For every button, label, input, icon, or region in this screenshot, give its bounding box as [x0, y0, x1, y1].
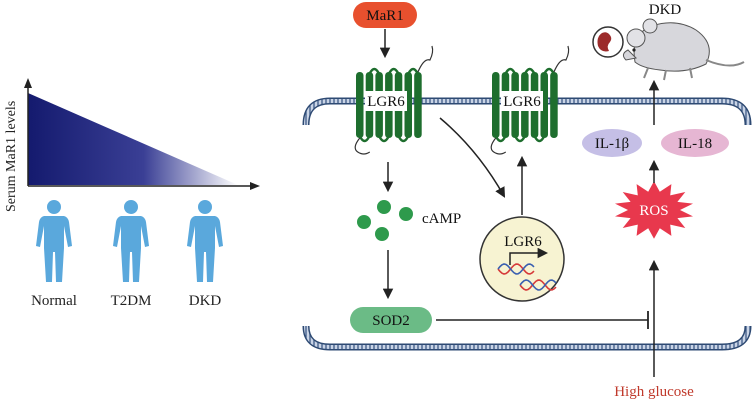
lgr6-label-left: LGR6: [367, 94, 405, 110]
lgr6-receptor-right: [490, 45, 570, 155]
il18-cytokine: [661, 129, 729, 157]
transmembrane-helix: [414, 72, 422, 138]
outcome-dkd-label: DKD: [649, 2, 682, 18]
mouse-icon: [622, 18, 745, 81]
transmembrane-helix: [550, 72, 558, 138]
camp-label: cAMP: [422, 211, 461, 227]
mar1-ligand-label: MaR1: [366, 8, 404, 24]
nucleus-gene-label: LGR6: [504, 234, 542, 250]
camp-dot: [399, 207, 413, 221]
human-figures: [36, 200, 223, 282]
human-figure-icon: [187, 200, 223, 282]
human-figure-icon: [113, 200, 149, 282]
kidney-icon: [597, 32, 612, 52]
group-label-t2dm: T2DM: [110, 293, 152, 309]
arrow-receptor-to-nucleus: [439, 117, 506, 198]
il18-label: IL-18: [678, 136, 712, 152]
transmembrane-helix: [492, 72, 500, 138]
transmembrane-helix: [540, 72, 548, 138]
lgr6-label-right: LGR6: [503, 94, 541, 110]
transcription-arrow: [509, 247, 549, 265]
mar1-ligand: [353, 2, 417, 28]
dna-icon: [497, 263, 557, 291]
camp-dot: [377, 200, 391, 214]
high-glucose-label: High glucose: [614, 384, 694, 400]
il1b-label: IL-1β: [595, 136, 629, 152]
sod2-enzyme: [350, 307, 432, 333]
group-label-dkd: DKD: [188, 293, 222, 309]
sod2-label: SOD2: [372, 313, 410, 329]
transmembrane-helix: [356, 72, 364, 138]
nucleus: [479, 216, 565, 302]
cell-membrane-bottom-inner: [304, 325, 750, 349]
camp-dot: [357, 215, 371, 229]
camp-dot: [375, 227, 389, 241]
human-figure-icon: [36, 200, 72, 282]
lgr6-label-bg-right: [501, 91, 543, 111]
camp-molecules: [357, 200, 413, 241]
ros-label: ROS: [639, 203, 668, 219]
lgr6-label-bg-left: [365, 91, 407, 111]
il1b-cytokine: [582, 129, 642, 157]
y-axis-arrow-icon: [24, 78, 32, 88]
group-label-normal: Normal: [31, 293, 77, 309]
y-axis-label: Serum MaR1 levels: [4, 100, 19, 212]
mar1-level-gradient: [28, 93, 238, 185]
ros-burst-icon: [615, 181, 693, 239]
transmembrane-helix: [404, 72, 412, 138]
x-axis-arrow-icon: [250, 182, 260, 190]
